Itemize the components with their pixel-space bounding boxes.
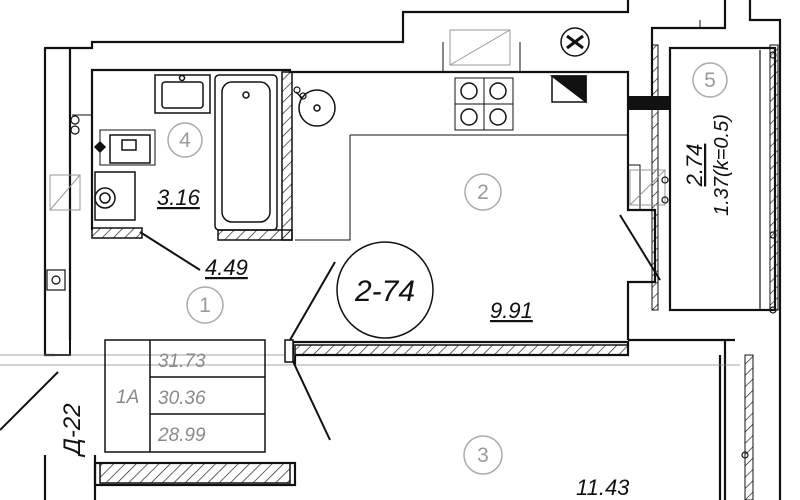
room-5-area-line2: 1.37(k=0.5) <box>711 114 733 216</box>
hatched-wall-wc-bottom <box>91 227 143 239</box>
thin-lines <box>0 20 740 366</box>
apartment-circle <box>336 241 434 339</box>
room-3-area: 11.43 <box>576 475 630 500</box>
room-5-area-line1: 2.74 <box>682 144 707 188</box>
axis-label: Д-22 <box>59 403 86 458</box>
room-number-4: 4 <box>179 129 191 152</box>
hatched-wall-bottom <box>99 462 291 484</box>
summary-table <box>104 339 266 453</box>
room-number-1: 1 <box>199 294 211 317</box>
room-4-area: 3.16 <box>157 185 201 210</box>
room-number-3: 3 <box>477 444 489 467</box>
door-swings <box>0 214 661 441</box>
summary-area-3: 28.99 <box>157 425 206 446</box>
column-black <box>628 96 670 110</box>
hatched-wall-bath-right <box>281 71 293 241</box>
bathtub-icon <box>214 74 278 231</box>
round-sink-icon <box>295 89 336 127</box>
washing-machine-icon <box>94 171 136 221</box>
kitchen-cabinet-icon <box>49 29 666 211</box>
room-number-2: 2 <box>477 181 489 204</box>
room-2-area: 9.91 <box>490 298 533 323</box>
apartment-number: 2-74 <box>354 275 415 308</box>
ventilation-icon <box>560 27 590 57</box>
room-number-5: 5 <box>704 69 716 92</box>
hatched-wall-balcony-right <box>769 44 779 311</box>
boiler-icon <box>549 75 587 104</box>
summary-type: 1A <box>116 387 139 408</box>
socket-icons <box>46 51 777 459</box>
hatched-wall-right-lower <box>744 354 754 500</box>
summary-area-2: 30.36 <box>158 388 206 409</box>
room-circles <box>167 62 728 475</box>
door-post <box>284 339 294 363</box>
stove-icon <box>460 82 507 126</box>
sink-icon <box>154 74 211 114</box>
summary-area-1: 31.73 <box>158 351 206 372</box>
toilet-icon <box>93 134 151 164</box>
room-1-area: 4.49 <box>205 255 248 280</box>
hatched-wall-bath-bottom <box>217 229 293 241</box>
hatched-wall-corridor <box>294 344 629 356</box>
